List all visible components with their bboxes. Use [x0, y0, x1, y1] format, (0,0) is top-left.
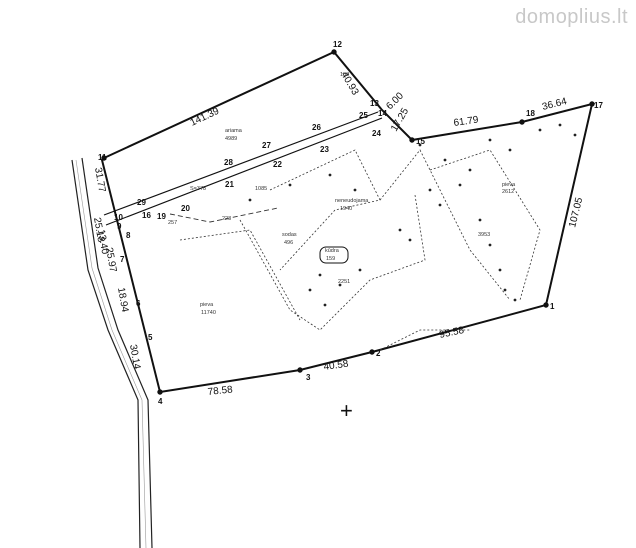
point-label: 15 [416, 137, 425, 146]
point-label: 8 [126, 231, 131, 240]
point-label: 6 [136, 299, 141, 308]
area-label: neneudojama [335, 198, 369, 204]
area-label: pieva [200, 302, 214, 308]
area-value: 3953 [478, 232, 490, 238]
parcel-boundary [100, 50, 594, 394]
area-value: 138 [340, 72, 349, 78]
dimension-label: 78.58 [207, 384, 233, 398]
road-left-line [71, 159, 141, 548]
area-value: 1940 [340, 206, 352, 212]
area-value: 159 [326, 256, 335, 262]
area-value: 2251 [338, 279, 350, 285]
area-value: 1085 [255, 186, 267, 192]
area-value: 257 [168, 220, 177, 226]
dimension-label: 25.18 [91, 217, 106, 244]
tree-markers [248, 123, 577, 307]
point-label: 7 [120, 255, 125, 264]
cross-marker: + [340, 398, 353, 423]
corner-points [101, 49, 595, 395]
point-label: 27 [262, 141, 271, 150]
dimension-label: 95.58 [438, 325, 465, 341]
dimension-label: 25.97 [103, 247, 118, 274]
point-label: 14 [378, 109, 387, 118]
point-label: 19 [157, 212, 166, 221]
point-label: 25 [359, 111, 368, 120]
road-right-line [81, 157, 153, 548]
point-label: 20 [181, 204, 190, 213]
dimension-label: 13.40 [95, 229, 110, 256]
point-label: 4 [158, 397, 163, 406]
point-label: 26 [312, 123, 321, 132]
point-label: 1 [550, 302, 555, 311]
point-label: 29 [137, 198, 146, 207]
area-label: pieva [502, 182, 516, 188]
pond [319, 246, 349, 264]
area-value: 4989 [225, 136, 237, 142]
area-value: S=378 [190, 186, 206, 192]
point-label: 18 [526, 109, 535, 118]
dimension-label: 40.58 [323, 359, 350, 373]
area-value: 2612 [502, 189, 514, 195]
dimension-label: 141.39 [189, 106, 222, 129]
point-label: 22 [273, 160, 282, 169]
point-label: 12 [333, 40, 342, 49]
point-label: 23 [320, 145, 329, 154]
point-label: 9 [117, 222, 122, 231]
point-label: 16 [142, 211, 151, 220]
point-label: 2 [376, 349, 381, 358]
area-label: sodas [282, 232, 297, 238]
area-value: 496 [284, 240, 293, 246]
area-value: 223 [222, 216, 231, 222]
dimension-label: 31.77 [92, 167, 107, 194]
point-label: 10 [114, 213, 123, 222]
point-label: 21 [225, 180, 234, 189]
access-strip [103, 111, 379, 216]
area-value: 11740 [201, 310, 216, 316]
area-label: ariama [225, 128, 243, 134]
watermark: domoplius.lt [515, 6, 628, 28]
point-label: 5 [148, 333, 153, 342]
road-inner-line [75, 159, 147, 548]
access-track [169, 207, 279, 223]
dimension-label: 18.94 [115, 287, 130, 314]
point-label: 28 [224, 158, 233, 167]
point-label: 3 [306, 373, 311, 382]
land-use-boundaries [179, 149, 541, 351]
dimension-label: 30.14 [127, 344, 142, 371]
access-strip-2 [105, 117, 383, 226]
dimension-label: 61.79 [453, 115, 480, 129]
point-label: 11 [98, 153, 107, 162]
area-label: kūdra [325, 248, 340, 254]
point-label: 17 [594, 101, 603, 110]
point-label: 24 [372, 129, 381, 138]
point-label: 13 [370, 99, 379, 108]
